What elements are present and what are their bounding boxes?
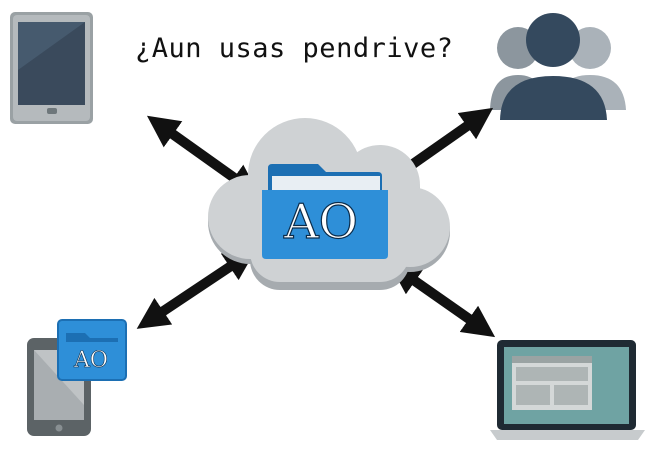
phone-logo-text: AO — [73, 348, 108, 373]
users-icon — [490, 13, 626, 120]
phone-icon: AO — [27, 319, 127, 436]
folder-logo-text: AO — [283, 194, 358, 250]
laptop-icon — [490, 340, 645, 440]
headline: ¿Aun usas pendrive? — [135, 33, 454, 64]
tablet-icon — [10, 12, 93, 124]
folder-icon: AO — [262, 164, 388, 259]
